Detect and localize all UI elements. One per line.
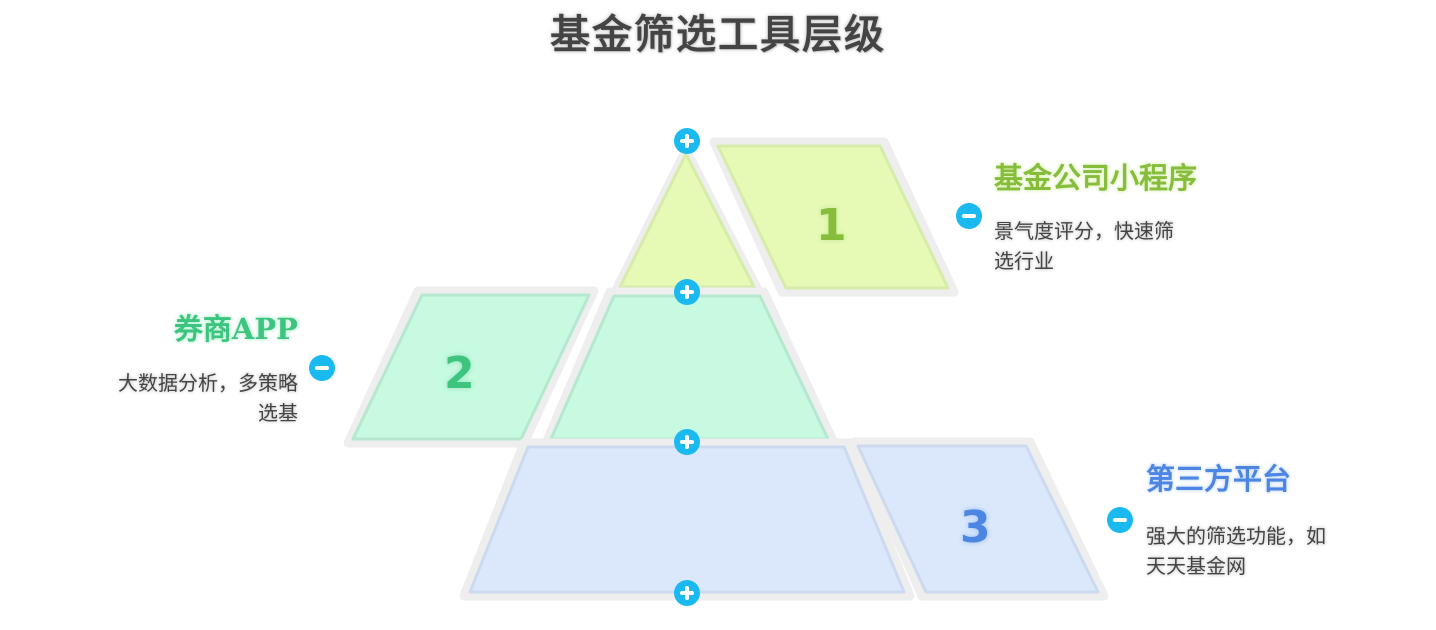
description-line: 大数据分析，多策略 — [118, 371, 298, 395]
level-3-description: 强大的筛选功能，如 天天基金网 — [1146, 521, 1326, 581]
pyramid-level-3 — [459, 438, 915, 601]
level-3-card — [849, 437, 1109, 601]
description-line: 选行业 — [994, 249, 1054, 273]
expand-button-level-2[interactable] — [674, 279, 700, 305]
collapse-button-level-2[interactable] — [309, 355, 335, 381]
level-2-description: 大数据分析，多策略 选基 — [118, 368, 298, 428]
diagram-title: 基金筛选工具层级 — [550, 11, 886, 58]
description-line: 强大的筛选功能，如 — [1146, 524, 1326, 548]
collapse-button-level-3[interactable] — [1107, 507, 1133, 533]
level-1-label: 基金公司小程序 — [994, 161, 1198, 195]
expand-button-bottom[interactable] — [674, 580, 700, 606]
expand-button-level-3[interactable] — [674, 429, 700, 455]
description-line: 天天基金网 — [1146, 554, 1246, 578]
level-3-number: 3 — [960, 502, 991, 553]
expand-button-top[interactable] — [674, 128, 700, 154]
level-1-description: 景气度评分，快速筛 选行业 — [994, 216, 1174, 276]
description-line: 景气度评分，快速筛 — [994, 219, 1174, 243]
description-line: 选基 — [258, 401, 298, 425]
level-2-number: 2 — [444, 348, 475, 399]
level-2-label: 券商APP — [173, 312, 298, 346]
level-3-label: 第三方平台 — [1146, 462, 1292, 496]
level-1-number: 1 — [816, 200, 847, 251]
level-1-card — [709, 137, 959, 297]
collapse-button-level-1[interactable] — [956, 203, 982, 229]
